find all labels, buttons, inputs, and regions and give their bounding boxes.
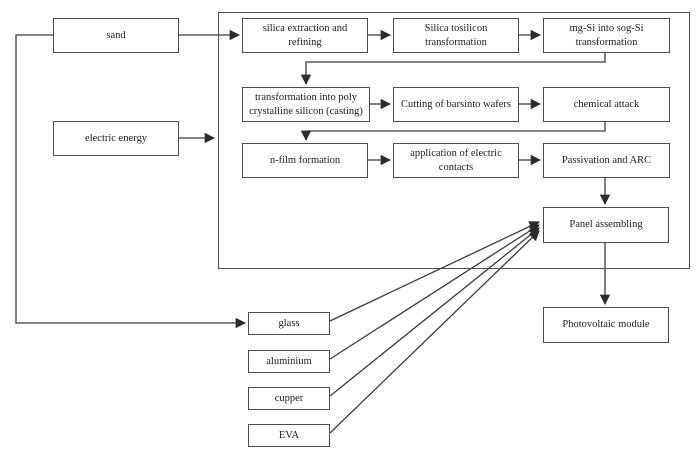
node-sand: sand — [53, 18, 179, 53]
node-chemical-attack: chemical attack — [543, 87, 670, 122]
node-poly-casting: transformation into poly crystalline sil… — [242, 87, 370, 122]
node-passivation: Passivation and ARC — [543, 143, 670, 178]
node-n-film: n-film formation — [242, 143, 368, 178]
node-mg-si: mg-Si into sog-Si transformation — [543, 18, 670, 53]
node-panel-assembling: Panel assembling — [543, 207, 669, 243]
node-electric-contacts: application of electric contacts — [393, 143, 519, 178]
node-cupper: cupper — [248, 387, 330, 410]
node-eva: EVA — [248, 424, 330, 447]
node-cutting-wafers: Cutting of barsinto wafers — [393, 87, 519, 122]
node-aluminium: aluminium — [248, 350, 330, 373]
node-electric-energy: electric energy — [53, 121, 179, 156]
node-photovoltaic-module: Photovoltaic module — [543, 307, 669, 343]
node-glass: glass — [248, 312, 330, 335]
node-silica-extraction: silica extraction and refining — [242, 18, 368, 53]
node-silica-to-silicon: Silica tosilicon transformation — [393, 18, 519, 53]
process-group-frame — [218, 12, 690, 269]
